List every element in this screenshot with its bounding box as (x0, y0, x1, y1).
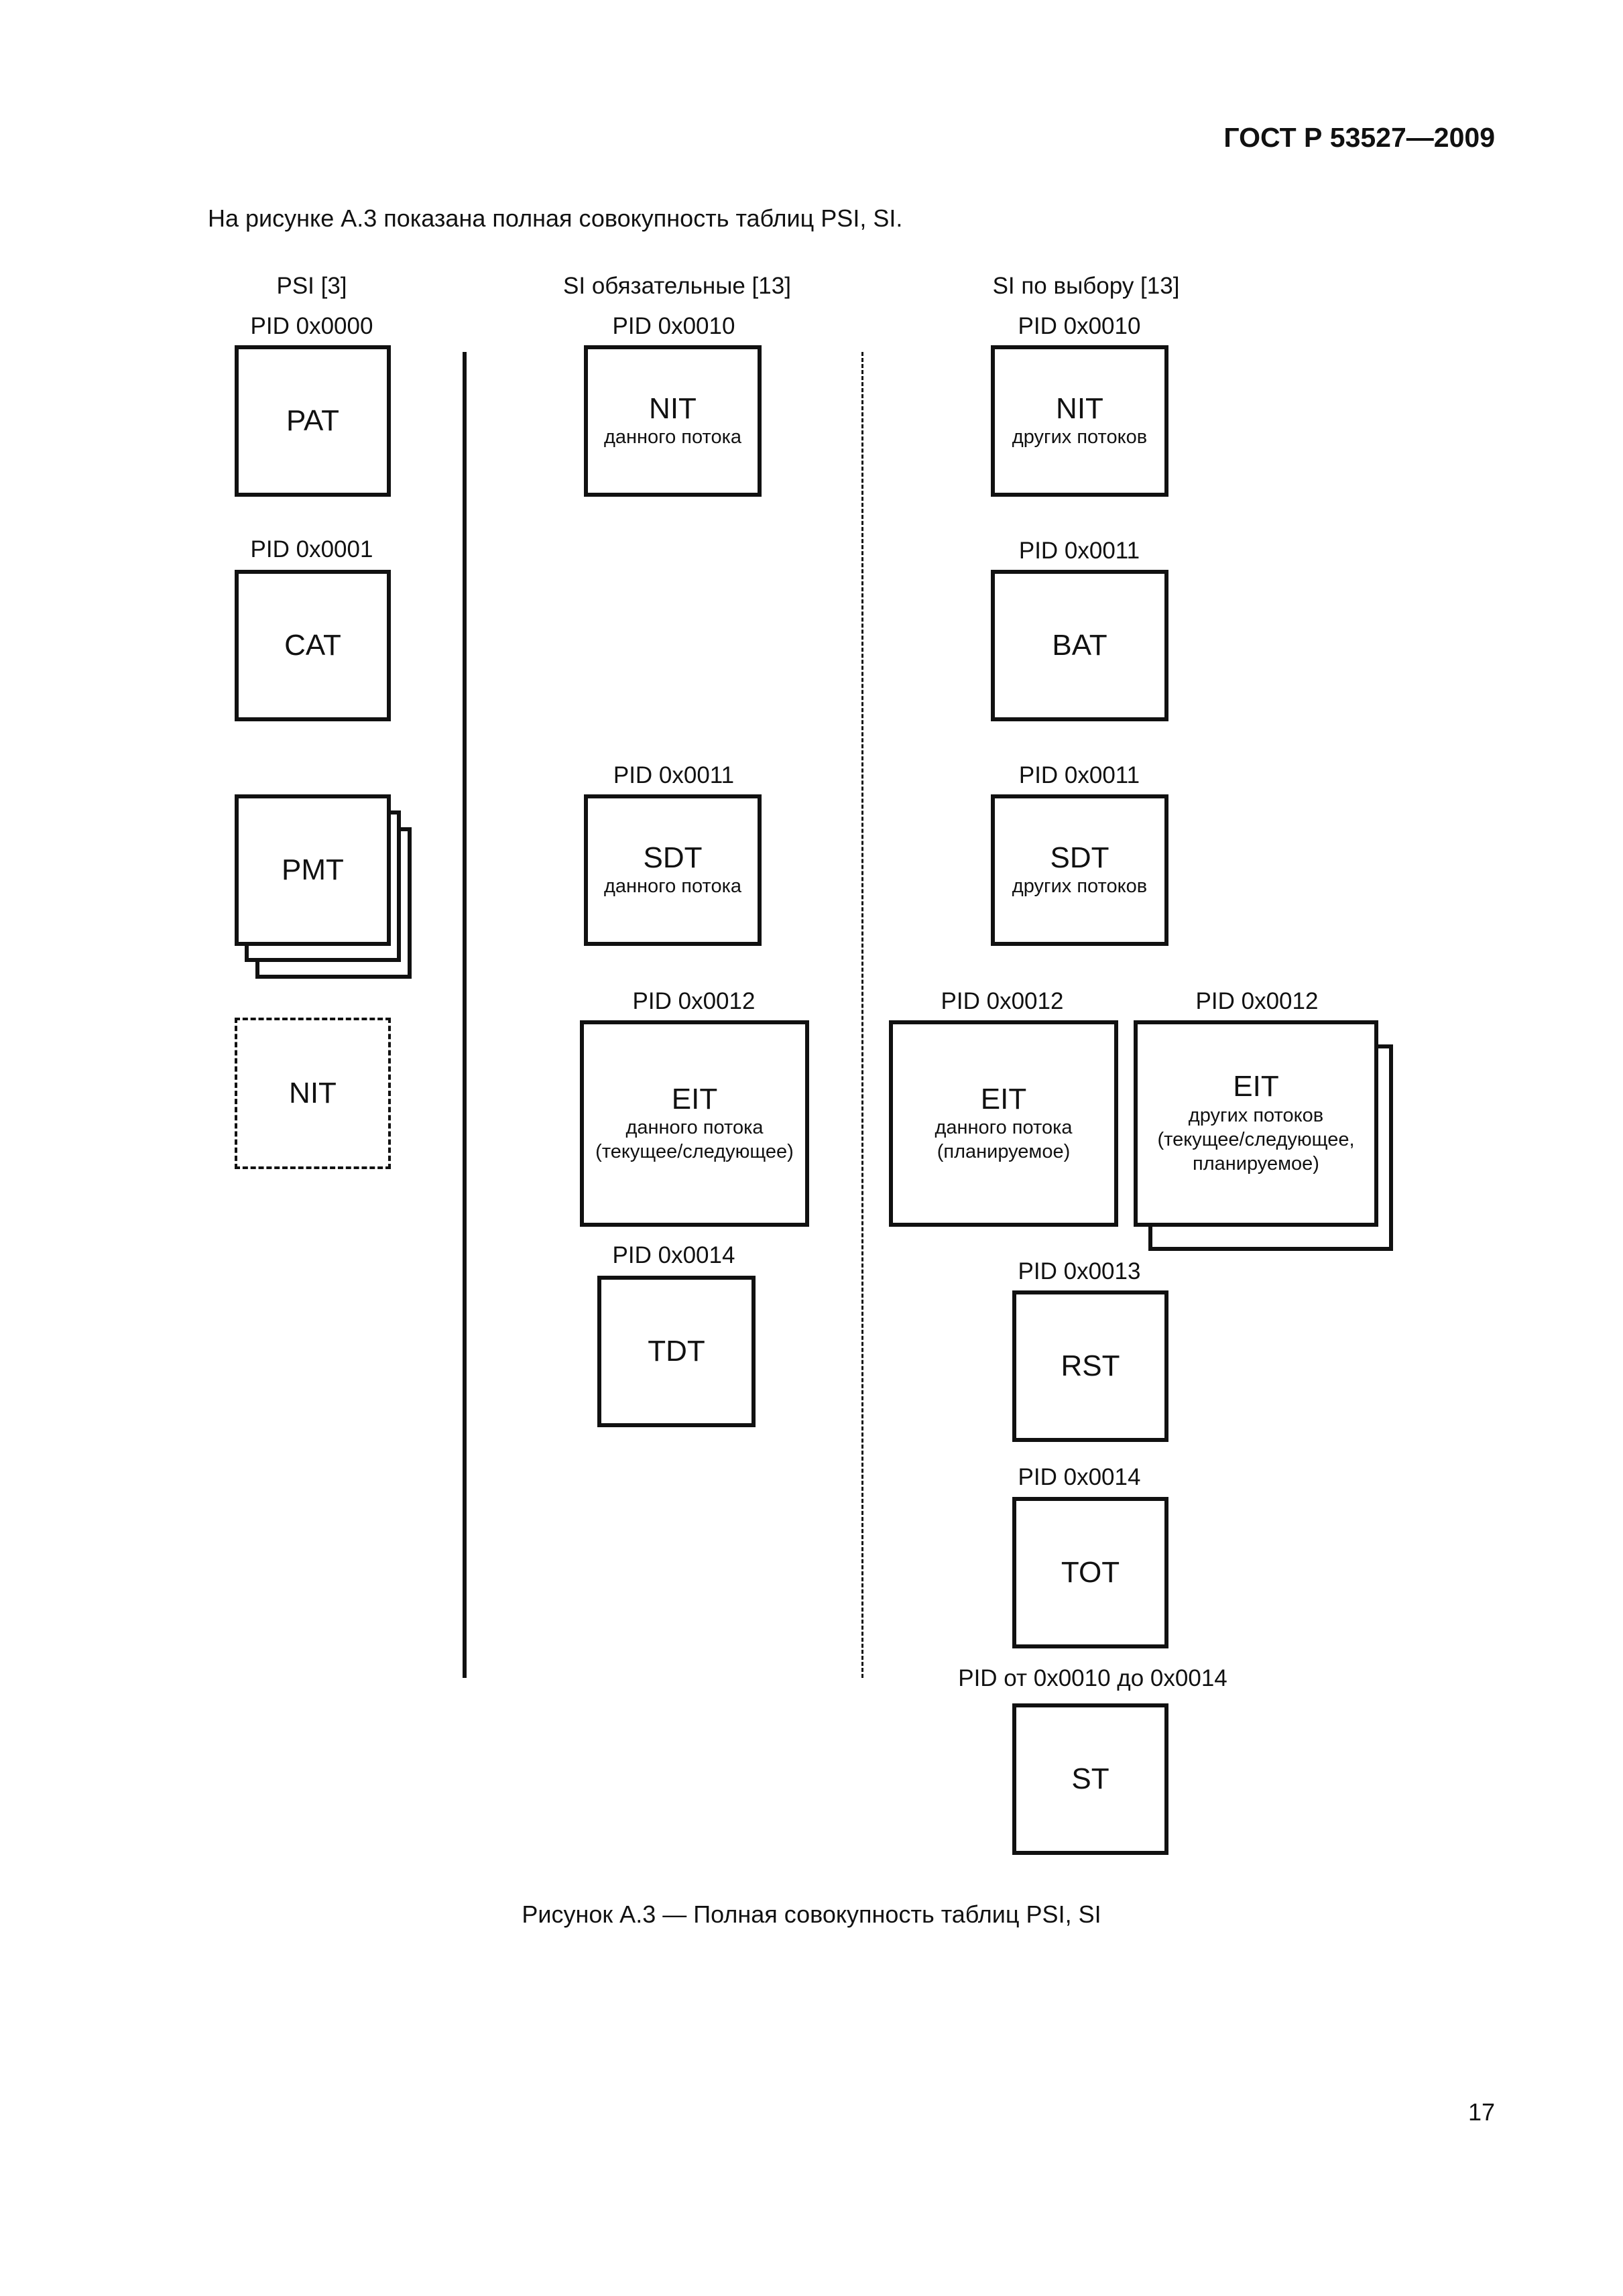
table-box-cat: CAT (235, 570, 391, 721)
pid-label-nit-actual: PID 0x0010 (612, 313, 735, 339)
table-box-psi-nit: NIT (235, 1018, 391, 1169)
table-name-eit-other: EIT (1233, 1070, 1279, 1103)
table-box-st: ST (1012, 1703, 1168, 1855)
table-box-sdt-actual: SDT данного потока (584, 794, 762, 946)
table-note-eit-actual-schedule-line2: (планируемое) (937, 1141, 1071, 1163)
table-box-bat: BAT (991, 570, 1168, 721)
table-box-tot: TOT (1012, 1497, 1168, 1648)
table-name-eit-actual-schedule: EIT (980, 1082, 1027, 1115)
table-box-tdt: TDT (597, 1276, 756, 1427)
table-name-nit-other: NIT (1056, 391, 1103, 425)
table-name-sdt-actual: SDT (643, 841, 703, 874)
pid-label-sdt-actual: PID 0x0011 (613, 762, 735, 788)
table-name-tot: TOT (1061, 1555, 1120, 1589)
pid-label-tdt: PID 0x0014 (612, 1242, 735, 1268)
table-note-nit-actual: данного потока (603, 426, 742, 448)
table-name-pat: PAT (286, 404, 340, 437)
table-name-pmt: PMT (282, 853, 344, 886)
table-note-eit-other-line1: других потоков (1188, 1104, 1324, 1126)
table-box-pat: PAT (235, 345, 391, 497)
pid-label-eit-actual-schedule: PID 0x0012 (941, 988, 1064, 1014)
table-note-eit-other-line3: планируемое) (1193, 1153, 1319, 1175)
table-note-sdt-other: других потоков (1012, 875, 1148, 898)
page-number: 17 (1467, 2098, 1495, 2126)
dashed-column-divider (861, 352, 863, 1678)
table-box-nit-other: NIT других потоков (991, 345, 1168, 497)
table-box-pmt: PMT (235, 794, 391, 946)
pid-label-st: PID от 0x0010 до 0x0014 (958, 1665, 1227, 1691)
pid-label-tot: PID 0x0014 (1018, 1464, 1141, 1490)
table-box-rst: RST (1012, 1290, 1168, 1442)
document-code: ГОСТ Р 53527—2009 (1223, 122, 1495, 153)
table-name-cat: CAT (284, 628, 341, 662)
table-box-sdt-other: SDT других потоков (991, 794, 1168, 946)
pid-label-rst: PID 0x0013 (1018, 1258, 1141, 1284)
column-heading-si-mandatory: SI обязательные [13] (563, 273, 791, 299)
table-box-eit-actual-pf: EIT данного потока (текущее/следующее) (580, 1020, 809, 1227)
table-note-eit-actual-schedule-line1: данного потока (935, 1116, 1073, 1138)
table-name-eit-actual-pf: EIT (671, 1082, 718, 1115)
column-heading-psi: PSI [3] (276, 273, 347, 299)
pid-label-eit-actual-pf: PID 0x0012 (632, 988, 756, 1014)
table-name-sdt-other: SDT (1050, 841, 1109, 874)
table-name-psi-nit: NIT (289, 1076, 337, 1109)
table-box-eit-other: EIT других потоков (текущее/следующее, п… (1134, 1020, 1378, 1227)
table-note-eit-actual-pf-line2: (текущее/следующее) (595, 1141, 794, 1163)
table-box-eit-actual-schedule: EIT данного потока (планируемое) (889, 1020, 1118, 1227)
pid-label-sdt-other: PID 0x0011 (1018, 762, 1140, 788)
table-note-nit-other: других потоков (1012, 426, 1148, 448)
intro-paragraph: На рисунке А.3 показана полная совокупно… (208, 204, 903, 232)
pid-label-nit-other: PID 0x0010 (1018, 313, 1141, 339)
pid-label-eit-other: PID 0x0012 (1195, 988, 1319, 1014)
table-name-tdt: TDT (648, 1334, 705, 1368)
table-note-eit-actual-pf-line1: данного потока (625, 1116, 764, 1138)
pid-label-pat: PID 0x0000 (250, 313, 373, 339)
solid-column-divider (463, 352, 467, 1678)
table-note-sdt-actual: данного потока (603, 875, 742, 898)
table-note-eit-other-line2: (текущее/следующее, (1157, 1129, 1355, 1151)
column-heading-si-optional: SI по выбору [13] (992, 273, 1180, 299)
figure-caption: Рисунок А.3 — Полная совокупность таблиц… (522, 1900, 1101, 1928)
table-box-nit-actual: NIT данного потока (584, 345, 762, 497)
table-name-st: ST (1071, 1762, 1109, 1795)
table-name-nit-actual: NIT (649, 391, 697, 425)
pid-label-bat: PID 0x0011 (1018, 538, 1140, 564)
pid-label-cat: PID 0x0001 (250, 536, 373, 562)
table-name-rst: RST (1061, 1349, 1120, 1382)
table-name-bat: BAT (1052, 628, 1107, 662)
